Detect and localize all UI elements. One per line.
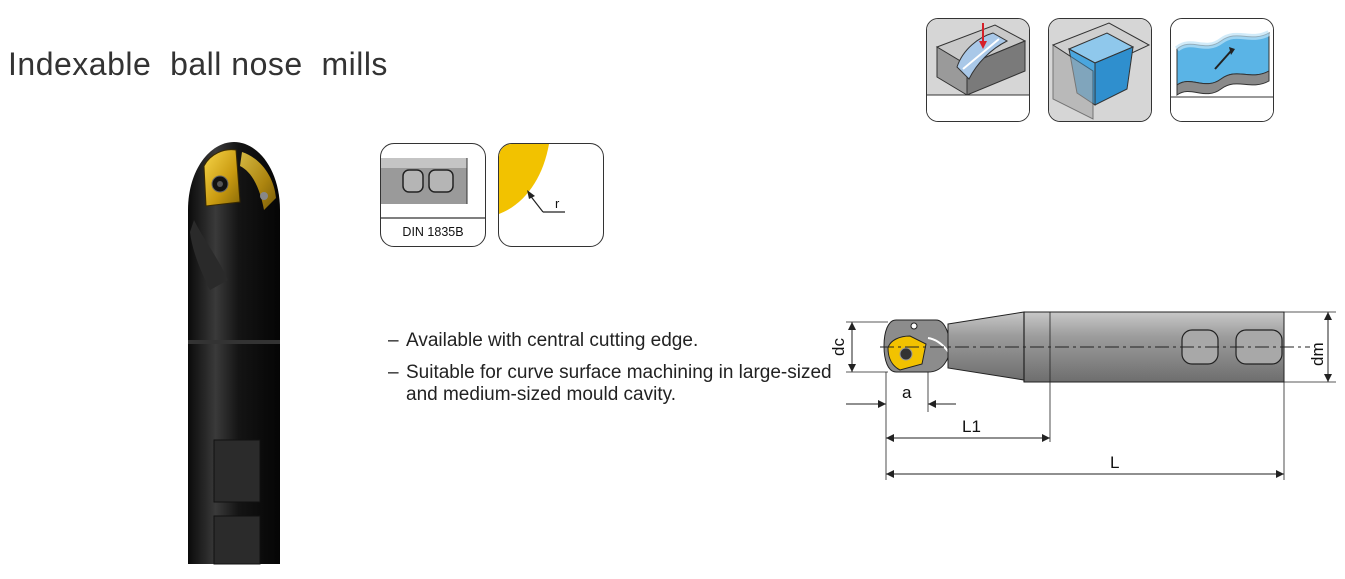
l-label: L xyxy=(1110,453,1119,472)
dc-label: dc xyxy=(829,338,848,356)
pocket-milling-icon xyxy=(1048,18,1152,122)
l1-label: L1 xyxy=(962,417,981,436)
feature-item: Suitable for curve surface machining in … xyxy=(388,362,846,406)
weldon-shank-icon: DIN 1835B xyxy=(380,143,486,247)
ball-radius-icon: r xyxy=(498,143,604,247)
tool-photo xyxy=(170,140,290,574)
a-label: a xyxy=(902,383,912,402)
radius-label: r xyxy=(555,196,560,211)
dimension-drawing: dc dm a L1 L xyxy=(810,300,1340,495)
slot-milling-icon xyxy=(926,18,1030,122)
feature-list: Available with central cutting edge. Sui… xyxy=(388,330,846,416)
page-title: Indexable ball nose mills xyxy=(8,46,388,82)
shank-standard-label: DIN 1835B xyxy=(402,225,463,239)
dm-label: dm xyxy=(1308,342,1327,366)
surface-contouring-icon xyxy=(1170,18,1274,122)
feature-item: Available with central cutting edge. xyxy=(388,330,846,352)
